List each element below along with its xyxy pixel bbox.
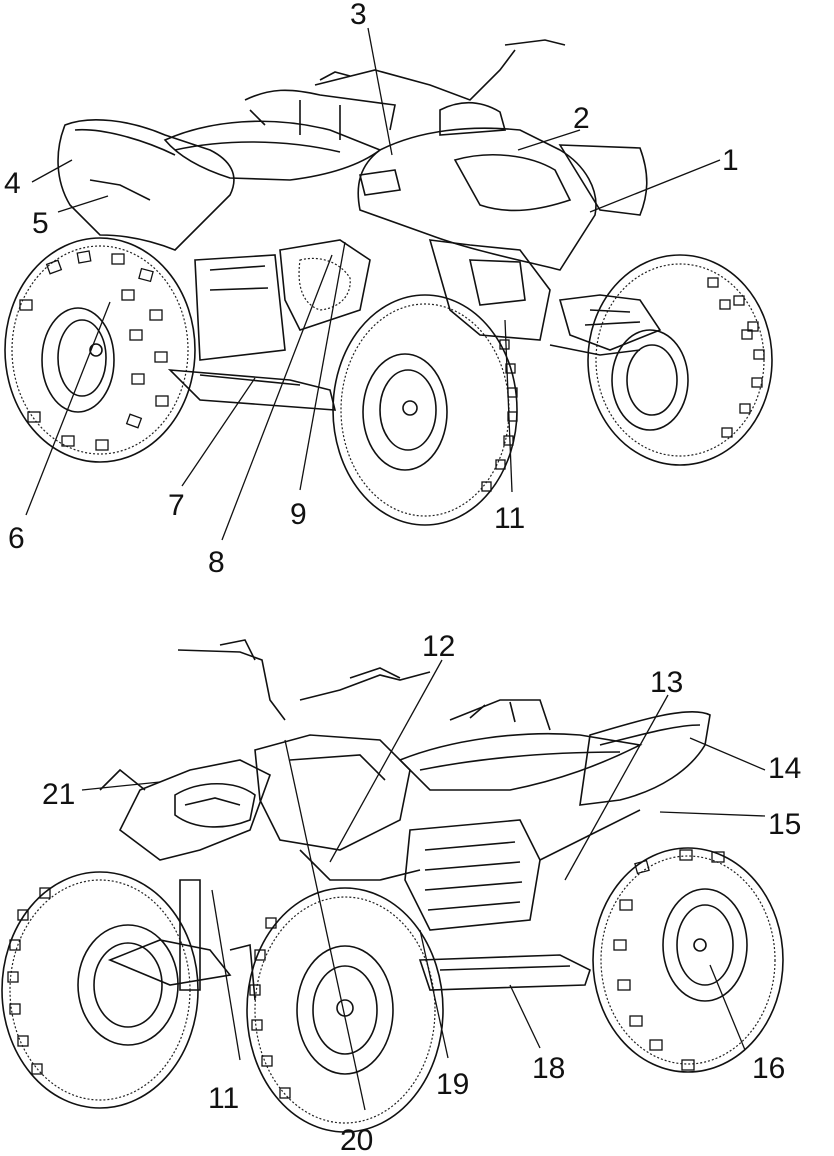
upper-front-right-wheel xyxy=(587,254,773,466)
lower-front-right-wheel xyxy=(246,887,444,1133)
callout-5: 5 xyxy=(32,207,49,240)
callout-11-lower: 11 xyxy=(208,1082,239,1115)
callout-4: 4 xyxy=(4,167,21,200)
callout-18: 18 xyxy=(532,1052,565,1085)
callout-19: 19 xyxy=(436,1068,469,1101)
lower-atv-drawing: 11 12 13 14 15 16 18 19 20 21 xyxy=(1,630,801,1156)
callout-13: 13 xyxy=(650,666,683,699)
callout-3: 3 xyxy=(350,0,367,31)
upper-atv-drawing: 1 2 3 4 5 6 7 8 9 11 xyxy=(4,0,773,579)
callout-12: 12 xyxy=(422,630,455,663)
lower-front-left-wheel xyxy=(1,871,199,1109)
upper-front-left-wheel xyxy=(332,294,518,526)
lower-callouts: 11 12 13 14 15 16 18 19 20 21 xyxy=(42,630,801,1156)
callout-14: 14 xyxy=(768,752,801,785)
callout-11-upper: 11 xyxy=(494,502,525,535)
lower-body xyxy=(99,639,711,1001)
callout-1: 1 xyxy=(722,144,739,177)
callout-21: 21 xyxy=(42,778,75,811)
upper-body xyxy=(57,39,662,411)
callout-2: 2 xyxy=(573,102,590,135)
upper-rear-wheel xyxy=(4,237,196,463)
callout-7: 7 xyxy=(168,489,185,522)
lower-leader-lines xyxy=(81,659,766,1111)
callout-16: 16 xyxy=(752,1052,785,1085)
callout-8: 8 xyxy=(208,546,225,579)
upper-callouts: 1 2 3 4 5 6 7 8 9 11 xyxy=(4,0,739,579)
callout-15: 15 xyxy=(768,808,801,841)
callout-6: 6 xyxy=(8,522,25,555)
upper-leader-lines xyxy=(25,27,721,541)
lower-rear-wheel xyxy=(592,847,784,1073)
callout-9: 9 xyxy=(290,498,307,531)
callout-20: 20 xyxy=(340,1124,373,1156)
